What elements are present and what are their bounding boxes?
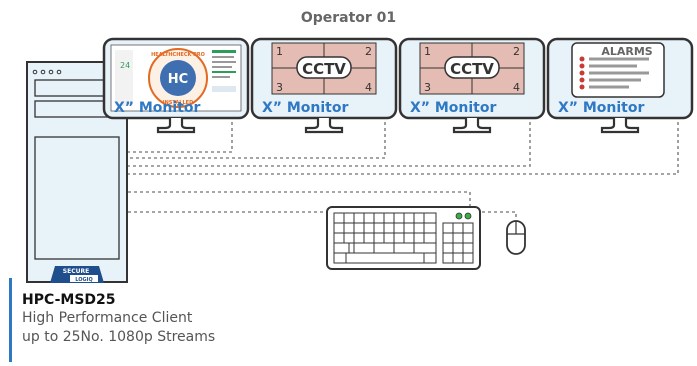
alarm-list (579, 56, 649, 90)
monitor-2-label: X” Monitor (262, 100, 348, 116)
cable-monitor-1 (128, 116, 233, 153)
keyboard-icon (326, 206, 481, 270)
model-name: HPC-MSD25 (22, 292, 116, 308)
quad-3: 3 (424, 81, 431, 94)
quad-3: 3 (276, 81, 283, 94)
accent-line (9, 278, 12, 362)
stamp-text-top: HEALTHCHECK PRO (151, 52, 205, 58)
cable-keyboard (128, 191, 471, 207)
description-line-2: up to 25No. 1080p Streams (22, 329, 216, 345)
monitor-4-label: X” Monitor (558, 100, 644, 116)
logo-text-bottom: LOGIQ (75, 277, 92, 283)
quad-4: 4 (513, 81, 520, 94)
dashboard-number: 24 (120, 61, 130, 70)
stamp-text-bottom: INSTALLED (163, 100, 193, 106)
quad-1: 1 (424, 45, 431, 58)
monitor-3: CCTV 1 2 3 4 X” Monitor (398, 37, 546, 134)
cable-monitor-2 (128, 116, 386, 159)
mouse-icon (506, 220, 526, 255)
monitor-3-label: X” Monitor (410, 100, 496, 116)
monitor-2: CCTV 1 2 3 4 X” Monitor (250, 37, 398, 134)
logo-text-top: SECURE (63, 268, 89, 275)
operator-label: Operator 01 (300, 10, 397, 26)
stamp-center: HC (168, 72, 188, 87)
alarms-title: ALARMS (601, 45, 652, 58)
securelogiq-logo: SECURE LOGIQ (50, 266, 104, 283)
cable-monitor-4 (128, 116, 679, 175)
monitor-1-label: X” Monitor (114, 100, 200, 116)
cctv-label: CCTV (302, 60, 346, 78)
cable-monitor-3 (128, 116, 531, 167)
monitor-1: 24 HC HEALTHCHECK PRO INSTALLED X” Monit… (102, 37, 250, 134)
cctv-label: CCTV (450, 60, 494, 78)
healthcheck-stamp: HC HEALTHCHECK PRO INSTALLED (148, 48, 208, 108)
workstation-caption: HPC-MSD25 High Performance Client up to … (22, 291, 215, 347)
monitor-4: ALARMS X” Monitor (546, 37, 694, 134)
description-line-1: High Performance Client (22, 310, 193, 326)
quad-4: 4 (365, 81, 372, 94)
quad-2: 2 (513, 45, 520, 58)
quad-1: 1 (276, 45, 283, 58)
quad-2: 2 (365, 45, 372, 58)
cable-connections (128, 116, 679, 220)
